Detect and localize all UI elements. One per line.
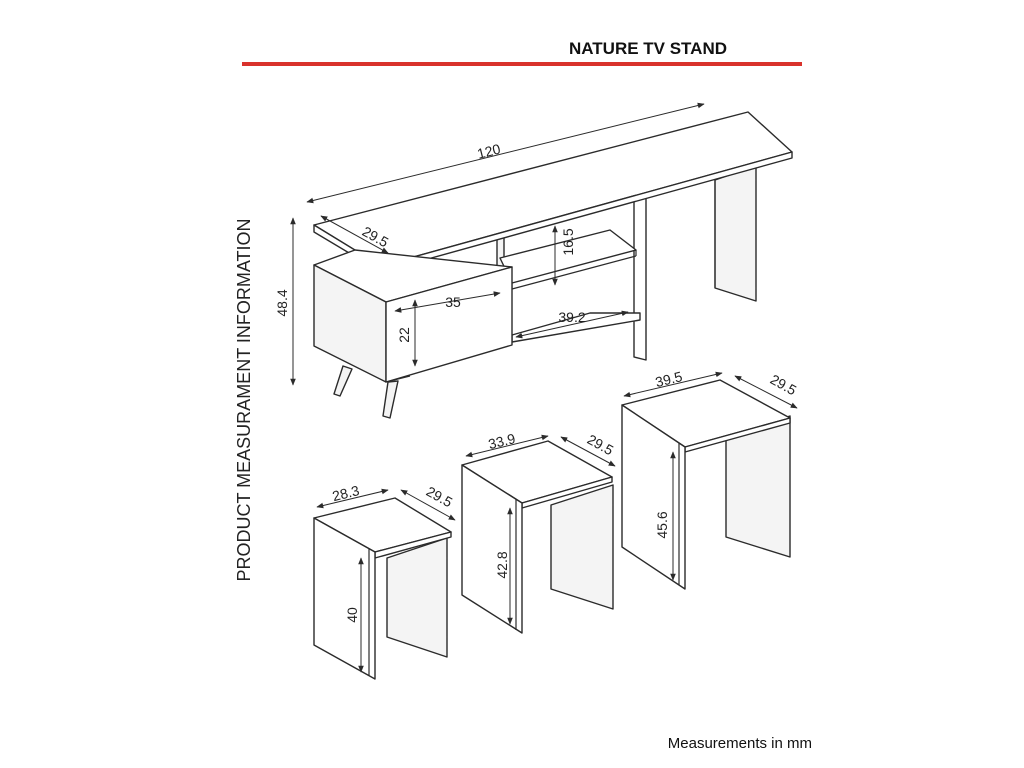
small-table-drawing: 28.3 29.5 40	[313, 482, 456, 680]
medium-table-drawing: 33.9 29.5 42.8	[461, 430, 617, 634]
small-table-width-label: 28.3	[331, 482, 362, 504]
small-table-depth-line	[400, 489, 456, 521]
dim-line-depth	[320, 215, 389, 254]
medium-table-depth-line	[560, 436, 616, 467]
medium-table-width-line	[465, 434, 549, 458]
dim-label-width: 120	[476, 141, 503, 162]
dim-label-shelf-width: 39.2	[558, 309, 585, 325]
tv-stand-right-leg	[714, 165, 757, 302]
dim-label-drawer-height: 22	[396, 327, 412, 343]
tv-stand-leg-front	[382, 380, 399, 419]
dim-line-width	[306, 102, 705, 204]
title-rule	[242, 62, 802, 66]
dim-line-shelf-width	[515, 310, 629, 339]
large-table-width-line	[623, 371, 723, 398]
side-caption: PRODUCT MEASURAMENT INFORMATION	[234, 218, 254, 581]
medium-table-depth-label: 29.5	[585, 431, 617, 458]
dim-label-drawer-width: 35	[445, 294, 461, 310]
small-table-height-label: 40	[344, 607, 360, 623]
large-table-depth-label: 29.5	[768, 371, 800, 398]
medium-table-height-label: 42.8	[494, 551, 510, 578]
dim-label-height: 48.4	[274, 289, 290, 316]
medium-table-front-leg	[461, 464, 523, 634]
large-table-depth-line	[734, 375, 798, 409]
measurement-unit-note: Measurements in mm	[668, 735, 812, 752]
dim-label-shelf-gap: 16.5	[560, 228, 576, 255]
page-title: NATURE TV STAND	[569, 39, 727, 58]
large-table-height-label: 45.6	[654, 511, 670, 538]
tv-stand-drawing: 120 29.5 48.4 16.5 35 22 39.2	[274, 102, 793, 419]
large-table-front-leg	[621, 404, 686, 590]
tv-stand-leg-back	[333, 365, 353, 397]
large-table-drawing: 39.5 29.5 45.6	[621, 368, 800, 590]
small-table-depth-label: 29.5	[424, 483, 456, 510]
small-table-width-line	[316, 488, 389, 509]
small-table-back-leg	[386, 537, 448, 658]
tv-stand-middle-upright	[633, 191, 647, 361]
large-table-width-label: 39.5	[654, 368, 685, 390]
medium-table-width-label: 33.9	[487, 430, 518, 452]
medium-table-back-leg	[550, 484, 614, 610]
